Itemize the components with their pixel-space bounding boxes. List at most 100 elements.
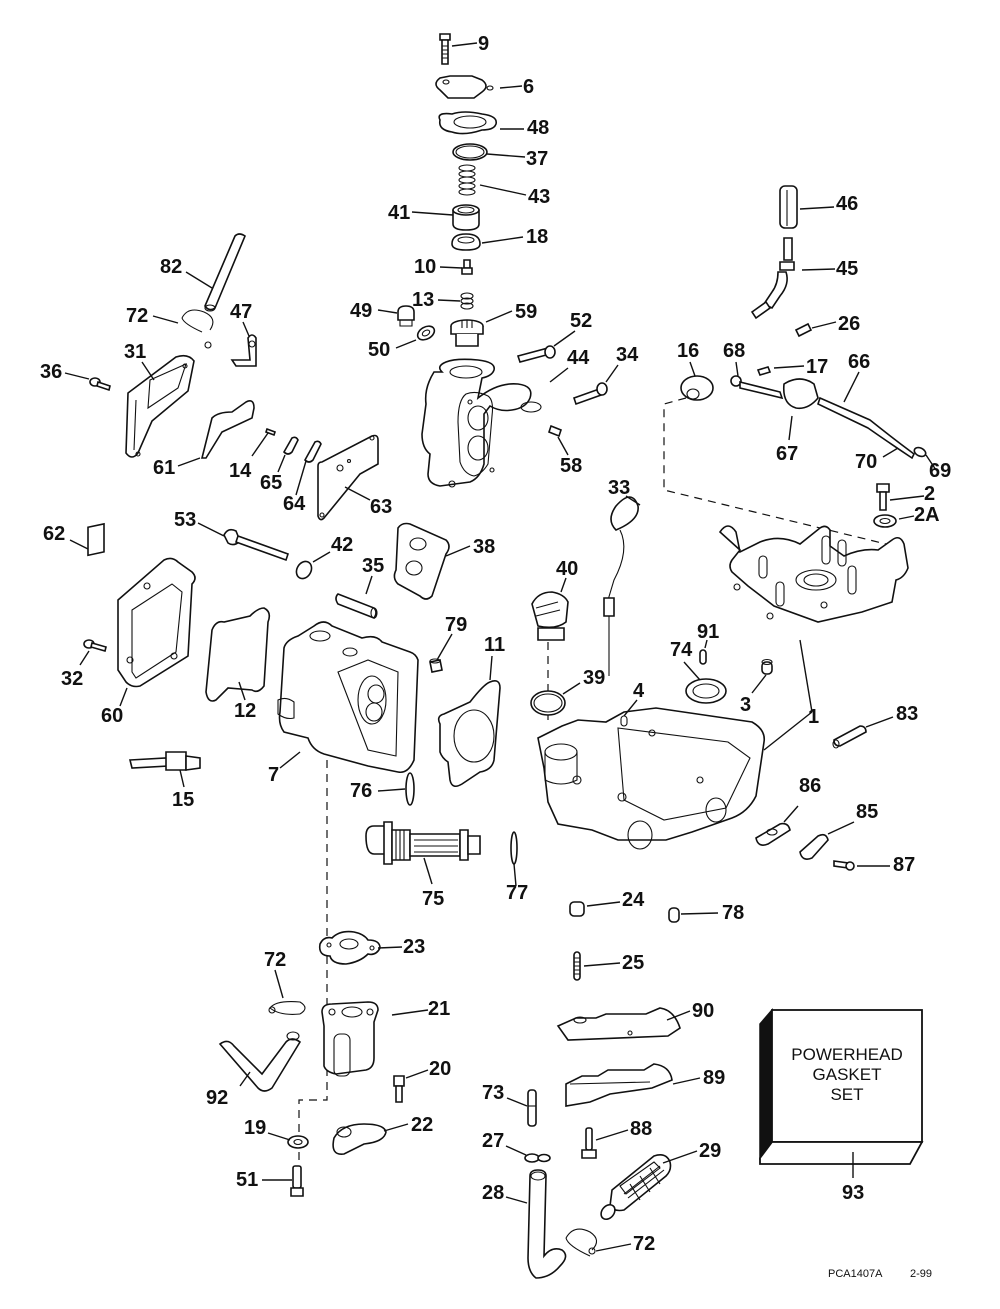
bushing-41 — [452, 204, 480, 231]
screw-32 — [83, 639, 107, 652]
seal-18 — [451, 233, 481, 251]
clamp-72-bottom — [565, 1228, 598, 1257]
washer-50 — [416, 325, 436, 341]
hose-82 — [204, 233, 246, 312]
gasket-set-line-1: POWERHEAD — [791, 1045, 902, 1064]
bolt-9 — [439, 33, 451, 65]
grip-46 — [779, 185, 798, 229]
crankcase-4 — [537, 707, 766, 850]
fitting-45 — [750, 237, 795, 320]
callout-53: 53 — [174, 509, 196, 531]
pin-73 — [527, 1089, 537, 1127]
cylinder-head-7 — [277, 621, 419, 774]
bolt-2 — [876, 483, 890, 511]
water-pump-21 — [321, 1001, 379, 1077]
o-ring-76 — [405, 772, 415, 806]
callout-51: 51 — [236, 1169, 258, 1191]
bracket-89 — [565, 1063, 673, 1107]
callout-34: 34 — [616, 344, 639, 366]
callout-18: 18 — [526, 226, 548, 248]
callout-47: 47 — [230, 301, 252, 323]
callout-43: 43 — [528, 186, 550, 208]
callout-59: 59 — [515, 301, 537, 323]
gasket-86 — [755, 822, 791, 846]
tip-69 — [913, 446, 927, 458]
callout-60: 60 — [101, 705, 123, 727]
callout-39: 39 — [583, 667, 605, 689]
callout-78: 78 — [722, 902, 744, 924]
callout-48: 48 — [527, 117, 549, 139]
screw-14 — [264, 427, 277, 437]
callout-36: 36 — [40, 361, 62, 383]
callout-61: 61 — [153, 457, 175, 479]
bolt-52 — [516, 345, 556, 363]
thermostat-59 — [450, 319, 484, 347]
callout-77: 77 — [506, 882, 528, 904]
screw-25 — [573, 951, 581, 981]
callout-2: 2 — [924, 483, 935, 505]
figure-date: 2-99 — [910, 1268, 932, 1280]
pin-79 — [429, 658, 443, 673]
figure-code: PCA1407A — [828, 1268, 883, 1280]
callout-29: 29 — [699, 1140, 721, 1162]
callout-62: 62 — [43, 523, 65, 545]
callout-79: 79 — [445, 614, 467, 636]
callout-45: 45 — [836, 258, 858, 280]
exhaust-housing-1 — [718, 525, 909, 623]
thermostat-housing-44 — [421, 358, 542, 488]
callout-2A: 2A — [914, 504, 940, 526]
callout-44: 44 — [567, 347, 590, 369]
callout-82: 82 — [160, 256, 182, 278]
gasket-12 — [205, 607, 271, 702]
cover-85 — [799, 833, 829, 860]
callout-17: 17 — [806, 356, 828, 378]
callout-12: 12 — [234, 700, 256, 722]
bolt-51 — [290, 1165, 304, 1197]
gasket-61 — [200, 400, 255, 459]
o-ring-77 — [510, 831, 518, 865]
head-gasket-11 — [437, 680, 501, 788]
callout-10: 10 — [414, 256, 436, 278]
callout-33: 33 — [608, 477, 630, 499]
callout-50: 50 — [368, 339, 390, 361]
washer-42 — [295, 560, 313, 580]
callout-52: 52 — [570, 310, 592, 332]
reed-stop-64 — [304, 440, 322, 463]
callout-72-c: 72 — [633, 1233, 655, 1255]
callout-26: 26 — [838, 313, 860, 335]
callout-70: 70 — [855, 451, 877, 473]
plug-49 — [397, 305, 415, 327]
o-ring-39 — [530, 690, 566, 716]
callout-35: 35 — [362, 555, 384, 577]
hose-92 — [218, 1031, 302, 1092]
callout-32: 32 — [61, 668, 83, 690]
callout-63: 63 — [370, 496, 392, 518]
callout-67: 67 — [776, 443, 798, 465]
callout-90: 90 — [692, 1000, 714, 1022]
bolt-53 — [223, 528, 290, 562]
spring-43 — [458, 164, 476, 196]
callout-75: 75 — [422, 888, 444, 910]
cover-6 — [435, 75, 494, 99]
callout-42: 42 — [331, 534, 353, 556]
assembly-line-knob — [663, 397, 887, 570]
filter-29 — [600, 1154, 672, 1221]
callout-20: 20 — [429, 1058, 451, 1080]
fitting-20 — [393, 1075, 405, 1103]
callout-85: 85 — [856, 801, 878, 823]
dowel-24 — [569, 901, 585, 917]
callout-72-b: 72 — [264, 949, 286, 971]
dipstick-33 — [603, 496, 639, 676]
gasket-90 — [556, 1007, 681, 1041]
callout-11: 11 — [484, 634, 505, 656]
screw-88 — [581, 1127, 597, 1159]
callout-58: 58 — [560, 455, 582, 477]
filter-75 — [365, 821, 481, 865]
callout-65: 65 — [260, 472, 282, 494]
callout-23: 23 — [403, 936, 425, 958]
bolt-34 — [572, 382, 608, 406]
screw-87 — [833, 860, 855, 871]
callout-19: 19 — [244, 1117, 266, 1139]
screw-36 — [89, 377, 111, 392]
callout-88: 88 — [630, 1118, 652, 1140]
